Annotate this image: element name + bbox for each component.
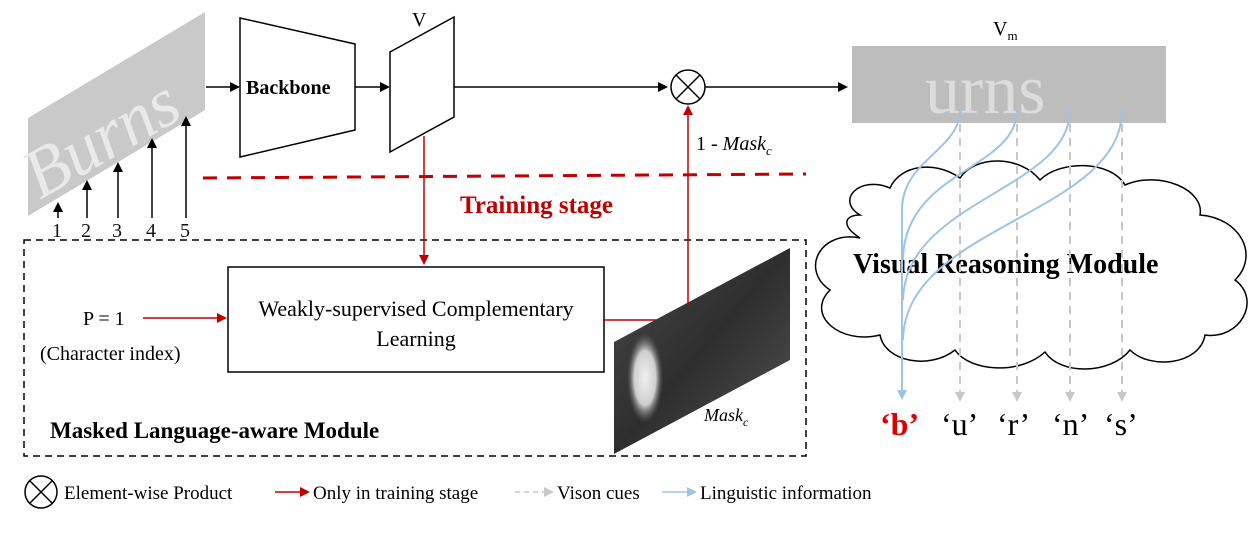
position-label: 4 [146,220,156,242]
mlm-box [23,239,807,457]
vrm-cloud: Visual Reasoning Module [814,160,1248,370]
legend-training-only: Only in training stage [313,483,478,504]
mask-image [614,248,790,454]
vm-label: Vm [993,18,1018,43]
legend: Element-wise Product Only in training st… [24,475,872,509]
output-char: ‘b’ [880,406,919,442]
vm-word: urns [925,52,1046,129]
wcl-line1: Weakly-supervised Complementary [258,296,573,321]
position-arrows [53,116,191,218]
legend-product-icon [24,475,58,509]
char-index-label: (Character index) [40,343,180,365]
position-label: 3 [112,220,122,242]
linguistic-arrows [897,109,1123,400]
position-label: 5 [180,220,190,242]
legend-vision-cues: Vison cues [557,483,640,504]
legend-element-wise: Element-wise Product [64,483,233,504]
position-label: 2 [81,220,91,242]
wcl-line2: Learning [376,326,455,351]
feature-v-label: V [412,9,427,31]
wcl-block: Weakly-supervised Complementary Learning [227,266,605,373]
p-label: P = 1 [83,308,125,330]
output-char: ‘r’ [997,406,1030,442]
mlm-title: Masked Language-aware Module [50,418,379,443]
output-characters: ‘b’ ‘u’ ‘r’ ‘n’ ‘s’ [880,406,1138,442]
training-stage-divider [202,172,807,180]
vrm-title: Visual Reasoning Module [853,249,1158,280]
element-wise-product-symbol [670,69,706,105]
backbone-label: Backbone [246,77,331,99]
output-char: ‘n’ [1052,406,1089,442]
masked-feature-vm: Vm urns [852,18,1166,129]
feature-v: V [389,9,455,154]
mask-branch-label: 1 - Maskc [696,133,772,158]
training-stage-label: Training stage [460,192,613,219]
position-labels: 1 2 3 4 5 [52,220,190,242]
output-char: ‘s’ [1104,406,1138,442]
input-image: Burns [10,12,205,216]
legend-linguistic: Linguistic information [700,483,872,504]
mask-label: Maskc [703,405,749,429]
backbone-block: Backbone [239,17,356,158]
vision-cue-arrows [955,124,1127,402]
position-label: 1 [52,220,62,242]
output-char: ‘u’ [941,406,978,442]
